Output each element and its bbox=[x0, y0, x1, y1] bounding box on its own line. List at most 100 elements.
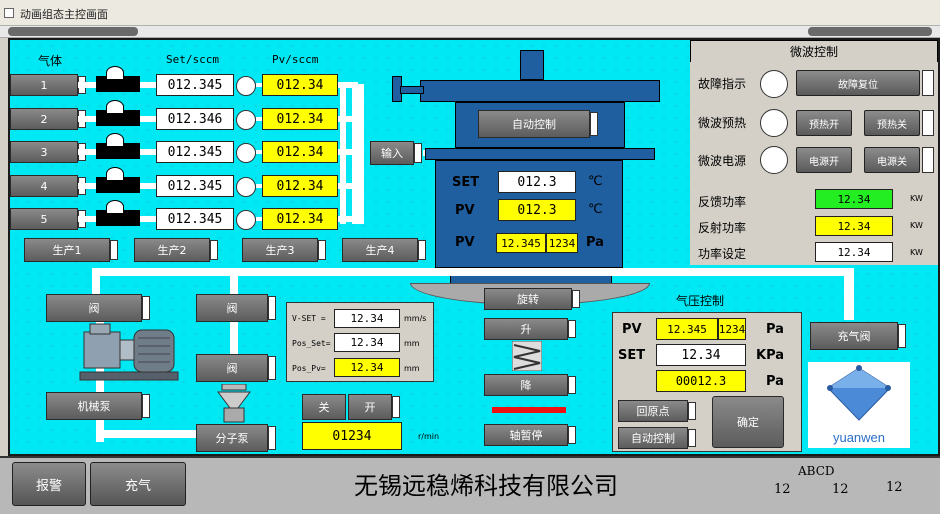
gas-1-valve-icon bbox=[106, 66, 124, 80]
footer-num-1: 12 bbox=[774, 482, 791, 497]
preheat-label: 微波预热 bbox=[698, 116, 747, 130]
power-off-button[interactable]: 电源关 bbox=[864, 147, 920, 173]
vset-value[interactable]: 12.34 bbox=[334, 309, 400, 328]
input-button[interactable]: 输入 bbox=[370, 141, 422, 165]
axis-pause-button[interactable]: 轴暂停 bbox=[484, 424, 576, 446]
gas-main-pipe bbox=[352, 84, 364, 224]
produce-4-button[interactable]: 生产4 bbox=[342, 238, 426, 262]
scroll-thumb-left[interactable] bbox=[8, 27, 138, 36]
vset-label: V-SET = bbox=[292, 314, 326, 323]
gas-4-pipe3 bbox=[338, 183, 358, 189]
speed-unit: r/min bbox=[418, 432, 440, 441]
feedback-power-label: 反馈功率 bbox=[698, 195, 747, 209]
footer-code: ABCD bbox=[798, 464, 835, 478]
gas-1-mfc-body bbox=[96, 76, 140, 92]
gas-3-pv-value: 012.34 bbox=[262, 141, 338, 163]
off-button[interactable]: 关 bbox=[302, 394, 346, 420]
gas-header: 气体 bbox=[38, 54, 63, 68]
power-setting-value[interactable]: 12.34 bbox=[815, 242, 893, 262]
gas-1-pv-value: 012.34 bbox=[262, 74, 338, 96]
gas-1-pipe3 bbox=[338, 82, 358, 88]
gas-3-pipe2 bbox=[256, 150, 262, 154]
auto-control-button[interactable]: 自动控制 bbox=[478, 110, 598, 138]
gas-3-button[interactable]: 3 bbox=[10, 141, 86, 163]
gas-4-indicator bbox=[236, 177, 256, 197]
gas-4-button[interactable]: 4 bbox=[10, 175, 86, 197]
gas-2-pipe2 bbox=[256, 117, 262, 121]
preheat-on-button[interactable]: 预热开 bbox=[796, 110, 852, 136]
pos-set-value[interactable]: 12.34 bbox=[334, 333, 400, 352]
window-icon bbox=[4, 8, 14, 18]
company-logo: yuanwen bbox=[808, 362, 910, 448]
power-indicator bbox=[760, 146, 788, 174]
reflected-power-label: 反射功率 bbox=[698, 221, 747, 235]
chamber-pv-value: 012.3 bbox=[498, 199, 576, 221]
valve3-button[interactable]: 阀 bbox=[196, 354, 276, 382]
chamber-handle-bar bbox=[400, 86, 424, 94]
pos-set-unit: mm bbox=[404, 339, 420, 348]
window-title: 动画组态主控画面 bbox=[20, 8, 108, 21]
gas-3-indicator bbox=[236, 143, 256, 163]
reflected-power-unit: KW bbox=[910, 221, 923, 230]
title-bar: 动画组态主控画面 bbox=[0, 0, 940, 26]
horizontal-scrollbar[interactable] bbox=[0, 26, 940, 38]
produce-1-button[interactable]: 生产1 bbox=[24, 238, 118, 262]
pressure-set-value[interactable]: 12.34 bbox=[656, 344, 746, 366]
power-nub[interactable] bbox=[922, 147, 934, 173]
fault-reset-nub[interactable] bbox=[922, 70, 934, 96]
scroll-thumb-right[interactable] bbox=[808, 27, 932, 36]
pipe-to-valve2 bbox=[230, 268, 238, 294]
gas-5-indicator bbox=[236, 210, 256, 230]
footer-num-2: 12 bbox=[832, 482, 849, 497]
gas-2-set-value[interactable]: 012.346 bbox=[156, 108, 234, 130]
feedback-power-unit: KW bbox=[910, 194, 923, 203]
gas-4-set-value[interactable]: 012.345 bbox=[156, 175, 234, 197]
fault-reset-button[interactable]: 故障复位 bbox=[796, 70, 920, 96]
pos-pv-value: 12.34 bbox=[334, 358, 400, 377]
home-button[interactable]: 回原点 bbox=[618, 400, 696, 422]
alarm-button[interactable]: 报警 bbox=[12, 462, 86, 506]
fill-button[interactable]: 充气 bbox=[90, 462, 186, 506]
produce-3-button[interactable]: 生产3 bbox=[242, 238, 326, 262]
gas-4-mfc-body bbox=[96, 177, 140, 193]
preheat-off-button[interactable]: 预热关 bbox=[864, 110, 920, 136]
up-button[interactable]: 升 bbox=[484, 318, 576, 340]
gas-5-set-value[interactable]: 012.345 bbox=[156, 208, 234, 230]
power-on-button[interactable]: 电源开 bbox=[796, 147, 852, 173]
gas-4-pv-value: 012.34 bbox=[262, 175, 338, 197]
mechanical-pump-button[interactable]: 机械泵 bbox=[46, 392, 150, 420]
gas-3-set-value[interactable]: 012.345 bbox=[156, 141, 234, 163]
fault-indicator bbox=[760, 70, 788, 98]
gas-4-pipe2 bbox=[256, 184, 262, 188]
gas-5-button[interactable]: 5 bbox=[10, 208, 86, 230]
pipe-pump-link bbox=[96, 430, 206, 438]
pressure-pv-exponent: 1234 bbox=[718, 318, 746, 340]
pressure-pv-label: PV bbox=[622, 322, 642, 337]
gas-2-button[interactable]: 2 bbox=[10, 108, 86, 130]
company-name: 无锡远稳烯科技有限公司 bbox=[354, 472, 618, 500]
gas-2-mfc-body bbox=[96, 110, 140, 126]
valve2-button[interactable]: 阀 bbox=[196, 294, 276, 322]
pipe-valve2-down bbox=[230, 322, 238, 356]
molecular-pump-button[interactable]: 分子泵 bbox=[196, 424, 276, 452]
preheat-nub[interactable] bbox=[922, 110, 934, 136]
chamber-set-value[interactable]: 012.3 bbox=[498, 171, 576, 193]
down-button[interactable]: 降 bbox=[484, 374, 576, 396]
gas-1-set-value[interactable]: 012.345 bbox=[156, 74, 234, 96]
gas-1-button[interactable]: 1 bbox=[10, 74, 86, 96]
gas-2-valve-icon bbox=[106, 100, 124, 114]
rotate-button[interactable]: 旋转 bbox=[484, 288, 580, 310]
confirm-button[interactable]: 确定 bbox=[712, 396, 784, 448]
produce-2-button[interactable]: 生产2 bbox=[134, 238, 218, 262]
power-setting-unit: KW bbox=[910, 248, 923, 257]
fill-valve-button[interactable]: 充气阀 bbox=[810, 322, 906, 350]
valve1-button[interactable]: 阀 bbox=[46, 294, 150, 322]
power-readouts bbox=[690, 184, 938, 265]
pipe-valve1-down bbox=[96, 322, 104, 442]
chamber-pv2-exponent: 1234 bbox=[546, 233, 578, 253]
on-button[interactable]: 开 bbox=[348, 394, 400, 420]
pos-pv-label: Pos_Pv= bbox=[292, 364, 326, 373]
mechanical-pump-graphic bbox=[79, 323, 179, 381]
pressure-auto-button[interactable]: 自动控制 bbox=[618, 427, 696, 449]
chamber-top-plate bbox=[420, 80, 660, 102]
